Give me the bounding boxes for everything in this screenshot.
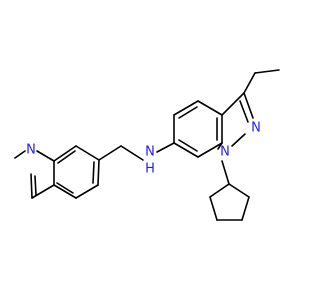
bond <box>221 92 245 116</box>
bond <box>243 92 254 119</box>
bond <box>98 145 122 161</box>
bond <box>178 106 198 119</box>
atom-n2-indazole: N <box>251 121 261 136</box>
bond <box>173 142 199 158</box>
bond <box>243 72 256 94</box>
bond <box>221 160 230 185</box>
bond <box>36 150 55 162</box>
bond <box>209 196 218 221</box>
atom-n1-indazole: N <box>220 145 230 160</box>
bond <box>97 159 100 186</box>
bond <box>231 133 246 147</box>
bond <box>34 175 37 196</box>
bond <box>75 145 100 161</box>
atom-labels: N N H N N <box>26 121 261 177</box>
bond <box>178 139 198 152</box>
bond <box>241 196 250 221</box>
bond <box>56 182 74 194</box>
bond <box>57 150 76 164</box>
bond <box>53 145 77 162</box>
bond <box>173 100 199 116</box>
bond <box>254 69 280 74</box>
bond <box>120 145 144 161</box>
atom-n-amine: N <box>145 145 155 160</box>
bond <box>197 142 223 158</box>
bond <box>53 184 77 199</box>
bond <box>239 100 249 123</box>
bond <box>92 161 95 184</box>
bond-layer <box>14 69 280 221</box>
bond <box>75 184 99 199</box>
bond <box>14 150 26 159</box>
bond <box>30 173 33 199</box>
bond <box>31 184 55 199</box>
bond <box>156 142 175 153</box>
atom-n-pyridine: N <box>26 143 36 158</box>
bond <box>197 100 223 116</box>
atom-h-amine: H <box>145 162 155 177</box>
molecule-diagram: N N H N N <box>14 69 280 221</box>
bond <box>209 183 230 198</box>
bond <box>228 183 250 198</box>
bond <box>217 142 223 150</box>
